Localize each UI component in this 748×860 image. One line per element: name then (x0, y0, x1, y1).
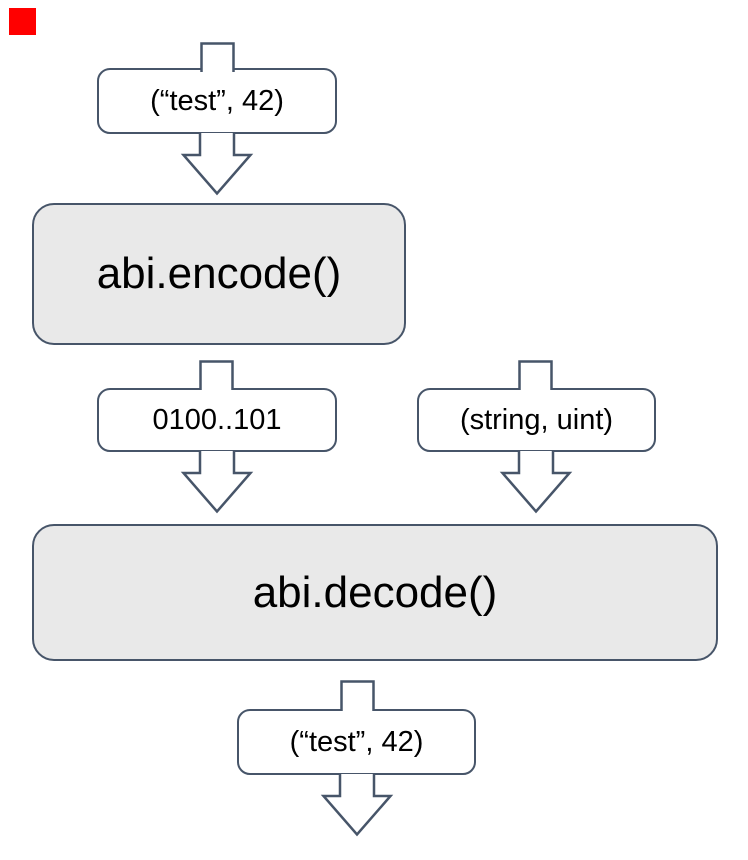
arrow-types-into-decode-icon (499, 451, 573, 514)
decode-box: abi.decode() (32, 524, 718, 661)
encode-label: abi.encode() (96, 249, 342, 298)
encoded-bytes-box: 0100..101 (97, 388, 337, 452)
types-stem (518, 360, 553, 390)
output-value-box: (“test”, 42) (237, 709, 476, 775)
types-box: (string, uint) (417, 388, 656, 452)
encode-box: abi.encode() (32, 203, 406, 345)
decode-label: abi.decode() (252, 567, 498, 617)
input-arrow-stem (200, 42, 235, 72)
encoded-bytes-stem (199, 360, 234, 390)
final-output-arrow-icon (320, 774, 394, 837)
output-value-label: (“test”, 42) (289, 725, 424, 758)
encoded-bytes-label: 0100..101 (152, 403, 282, 436)
input-value-label: (“test”, 42) (150, 84, 284, 117)
output-stem (340, 680, 375, 711)
arrow-into-encode-icon (180, 133, 254, 196)
red-marker (9, 8, 36, 35)
input-value-box: (“test”, 42) (97, 68, 337, 134)
types-label: (string, uint) (459, 403, 614, 436)
arrow-bytes-into-decode-icon (180, 451, 254, 514)
